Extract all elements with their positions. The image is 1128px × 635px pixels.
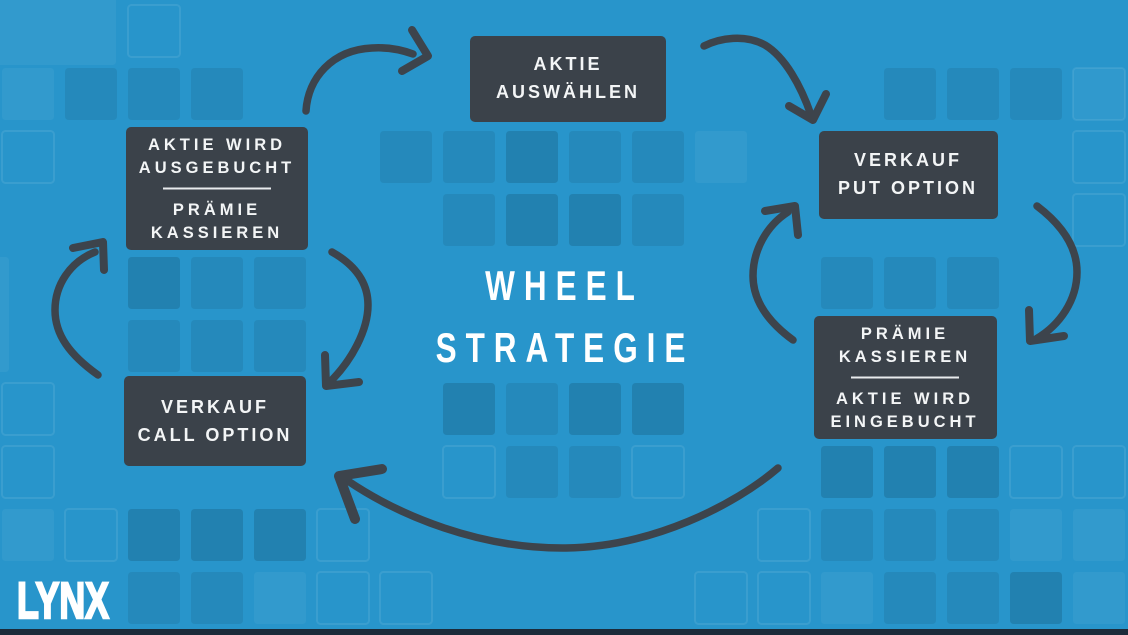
- svg-text:KASSIEREN: KASSIEREN: [839, 348, 971, 366]
- svg-text:VERKAUF: VERKAUF: [854, 150, 962, 170]
- svg-text:KASSIEREN: KASSIEREN: [151, 224, 283, 242]
- svg-text:VERKAUF: VERKAUF: [161, 397, 269, 417]
- svg-text:AKTIE WIRD: AKTIE WIRD: [148, 136, 286, 154]
- svg-text:PRÄMIE: PRÄMIE: [173, 201, 261, 219]
- svg-text:AUSGEBUCHT: AUSGEBUCHT: [139, 159, 295, 177]
- svg-text:PRÄMIE: PRÄMIE: [861, 325, 949, 343]
- svg-text:AKTIE: AKTIE: [534, 54, 603, 74]
- svg-text:CALL OPTION: CALL OPTION: [138, 425, 293, 445]
- svg-text:WHEEL: WHEEL: [485, 262, 644, 310]
- svg-text:AUSWÄHLEN: AUSWÄHLEN: [496, 82, 640, 102]
- svg-text:STRATEGIE: STRATEGIE: [436, 324, 695, 372]
- svg-text:LYNX: LYNX: [17, 572, 109, 629]
- svg-text:AKTIE WIRD: AKTIE WIRD: [836, 390, 974, 408]
- svg-text:PUT OPTION: PUT OPTION: [838, 178, 978, 198]
- svg-text:EINGEBUCHT: EINGEBUCHT: [830, 413, 979, 431]
